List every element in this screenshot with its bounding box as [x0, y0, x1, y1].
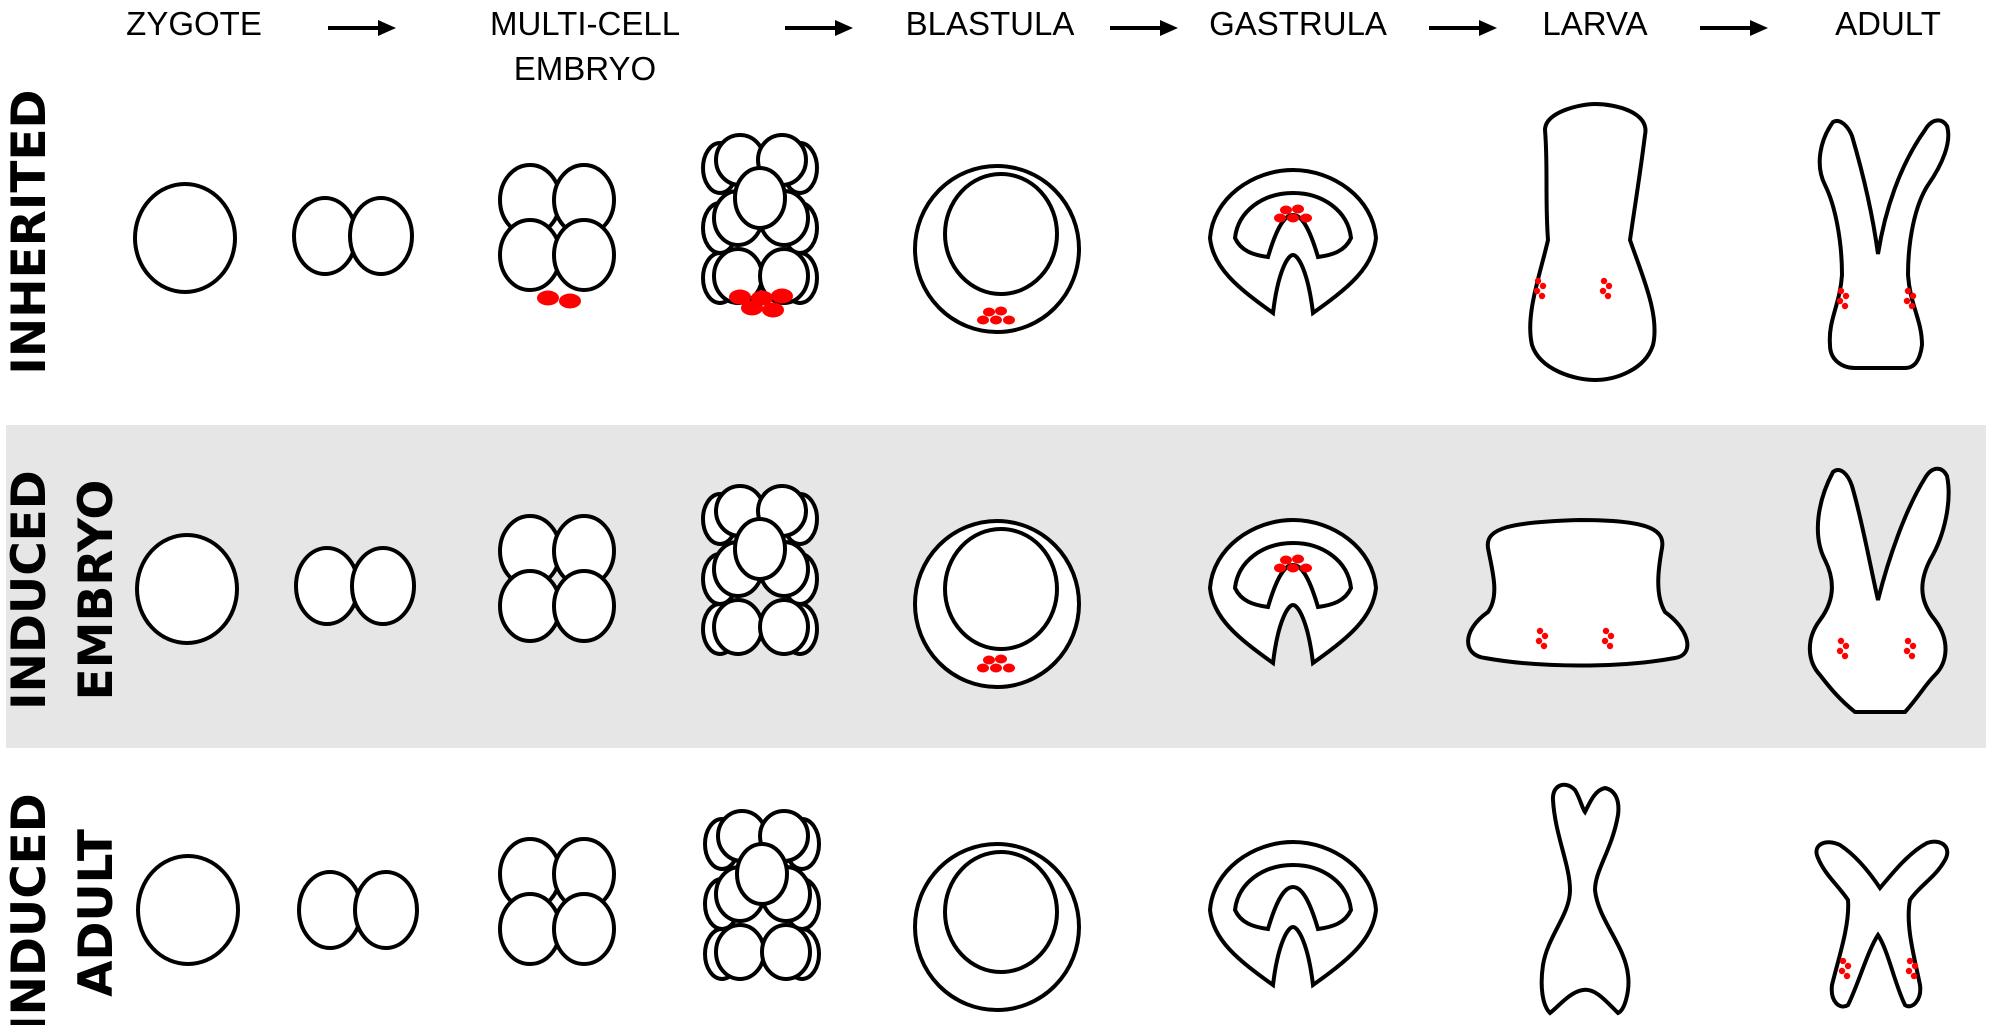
arrow-zygote-to-multicell [326, 18, 398, 38]
adult [1807, 466, 1951, 714]
germ-cell [537, 290, 559, 306]
blastula [913, 842, 1081, 1012]
gastrula [1208, 840, 1378, 987]
multi-cell-embryo [703, 809, 821, 981]
row-inherited [133, 101, 1951, 383]
arrow-multicell-to-blastula [783, 18, 855, 38]
arrow-blastula-to-gastrula [1108, 18, 1180, 38]
stage-label-zygote: ZYGOTE [126, 5, 262, 42]
row-induced-adult [136, 782, 1950, 1016]
larva [1539, 782, 1631, 1016]
stage-label-gastrula: GASTRULA [1209, 5, 1387, 42]
germ-cell [559, 293, 581, 309]
row-label-induced-embryo-line1: INDUCED [2, 470, 57, 710]
larva [1528, 101, 1657, 383]
multi-cell-embryo [701, 484, 819, 656]
four-cell-embryo [498, 837, 616, 966]
adult [1814, 839, 1950, 1009]
zygote [135, 533, 239, 645]
zygote [133, 182, 237, 294]
row-label-induced-adult-line1: INDUCED [2, 793, 57, 1025]
stage-label-blastula: BLASTULA [906, 5, 1075, 42]
four-cell-embryo [498, 163, 616, 309]
stage-label-larva: LARVA [1542, 5, 1647, 42]
row-label-induced-adult-line2: ADULT [69, 829, 124, 997]
arrow-gastrula-to-larva [1427, 18, 1499, 38]
stage-label-multi-cell: MULTI-CELL [490, 5, 680, 42]
blastula [913, 164, 1081, 334]
row-label-induced-embryo-line2: EMBRYO [69, 480, 124, 701]
adult [1817, 118, 1951, 370]
row-induced-embryo [135, 466, 1951, 714]
row-label-inherited: INHERITED [2, 89, 57, 374]
two-cell-embryo [297, 870, 419, 950]
zygote [136, 854, 240, 966]
two-cell-embryo [292, 196, 414, 276]
larva [1466, 517, 1690, 668]
gastrula [1208, 168, 1378, 315]
stage-label-embryo: EMBRYO [514, 50, 656, 87]
stage-label-adult: ADULT [1835, 5, 1941, 42]
arrow-larva-to-adult [1698, 18, 1770, 38]
blastula [913, 519, 1081, 689]
multi-cell-embryo [701, 133, 819, 318]
